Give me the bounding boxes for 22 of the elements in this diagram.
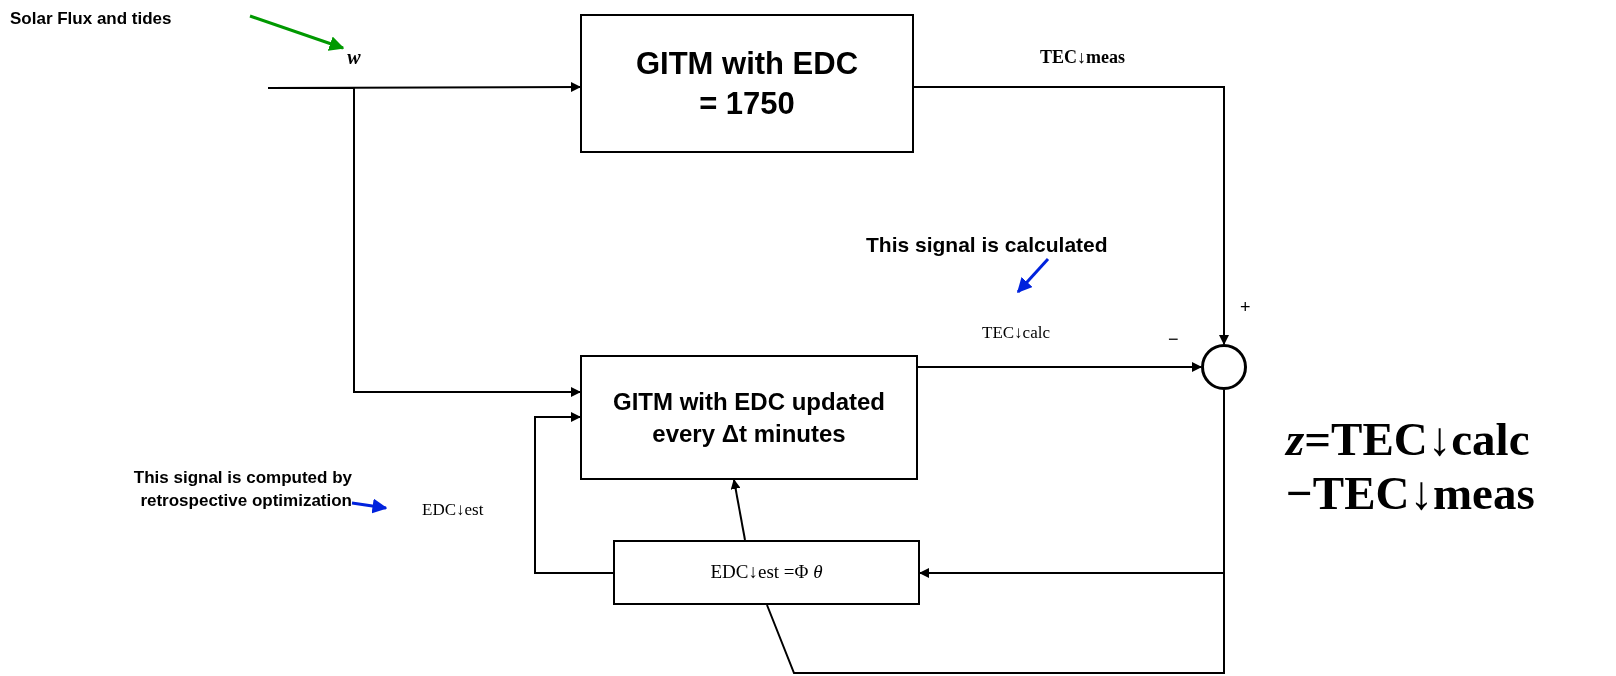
arrow bbox=[1016, 258, 1050, 294]
annotation-text: This signal is computed by retrospective optimization bbox=[132, 466, 352, 538]
sign-label: − bbox=[1168, 328, 1180, 351]
process-box bbox=[580, 14, 914, 153]
arrow bbox=[351, 498, 388, 514]
signal-label: w bbox=[343, 42, 365, 68]
arrow bbox=[267, 87, 581, 397]
sign-label: + bbox=[1240, 296, 1252, 319]
box-label: GITM with EDC = 1750 bbox=[634, 44, 860, 123]
process-box bbox=[580, 355, 918, 480]
arrow bbox=[249, 14, 345, 51]
summing-junction bbox=[1201, 344, 1247, 390]
process-box bbox=[613, 540, 920, 605]
equation-text: z=TEC↓calc −TEC↓meas bbox=[1286, 412, 1536, 520]
box-label: EDC↓est =Φ θ bbox=[710, 560, 823, 585]
arrow bbox=[730, 479, 746, 541]
annotation-text: This signal is calculated bbox=[866, 229, 1200, 259]
annotation-text: Solar Flux and tides bbox=[10, 6, 250, 32]
arrow bbox=[534, 412, 614, 574]
arrow bbox=[913, 86, 1229, 345]
box-label: GITM with EDC updated every Δt minutes bbox=[612, 386, 886, 449]
arrow bbox=[917, 362, 1202, 372]
